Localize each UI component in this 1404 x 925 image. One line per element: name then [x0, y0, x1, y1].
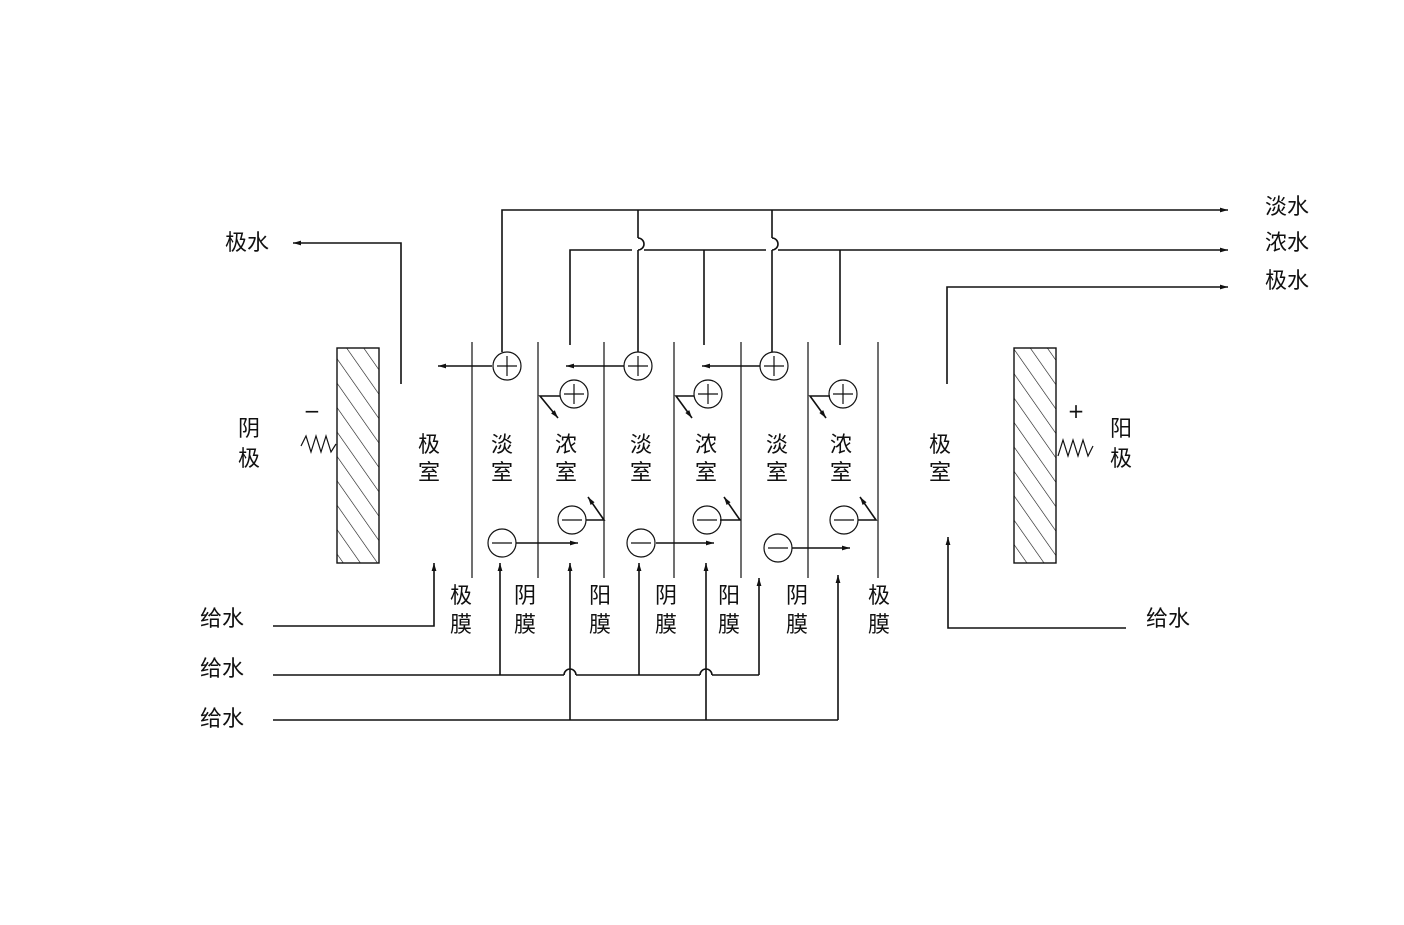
outlet-piping	[293, 207, 1228, 384]
chamber-1-bottom: 室	[491, 461, 513, 486]
membrane-5-bottom: 膜	[786, 613, 808, 638]
membrane-1-top: 阴	[514, 584, 536, 609]
feed-piping	[273, 537, 1126, 721]
cathode-sign: −	[304, 399, 321, 423]
right-electrode-feed-label: 给水	[1146, 607, 1190, 632]
cation-icon	[623, 351, 653, 381]
chamber-1-top: 淡	[491, 433, 513, 458]
chamber-4-top: 浓	[695, 433, 717, 458]
concentrate-feed-label: 给水	[200, 707, 244, 732]
cation-icon	[693, 379, 723, 409]
anode-connector-icon	[1057, 437, 1094, 459]
anode-sign: +	[1068, 399, 1085, 423]
electrode-water-left-label: 极水	[225, 231, 269, 256]
cathode-plate	[336, 347, 380, 564]
cation-icon	[559, 379, 589, 409]
cation-icons	[492, 351, 858, 409]
chamber-5-bottom: 室	[766, 461, 788, 486]
cation-icon	[828, 379, 858, 409]
anion-icon	[557, 505, 587, 535]
chamber-7-bottom: 室	[929, 461, 951, 486]
chamber-4-bottom: 室	[695, 461, 717, 486]
chamber-7-top: 极	[929, 433, 951, 458]
anion-icon	[763, 533, 793, 563]
membrane-1-bottom: 膜	[514, 613, 536, 638]
membranes	[471, 342, 879, 578]
membrane-0-top: 极	[450, 584, 472, 609]
membrane-4-bottom: 膜	[718, 613, 740, 638]
cation-migrations	[438, 363, 830, 419]
anode-plate	[1013, 347, 1057, 564]
chamber-0-bottom: 室	[418, 461, 440, 486]
chamber-5-top: 淡	[766, 433, 788, 458]
anion-icon	[692, 505, 722, 535]
left-electrode-feed-label: 给水	[200, 607, 244, 632]
membrane-5-top: 阴	[786, 584, 808, 609]
chamber-2-bottom: 室	[555, 461, 577, 486]
chamber-labels: 极 室 淡 室 浓 室 淡 室 浓 室 淡 室 浓 室 极 室	[418, 433, 951, 486]
cathode-label-top: 阴	[238, 417, 260, 442]
anion-icon	[487, 528, 517, 558]
cation-icon	[492, 351, 522, 381]
cathode-connector-icon	[300, 433, 337, 455]
chamber-6-bottom: 室	[830, 461, 852, 486]
chamber-6-top: 浓	[830, 433, 852, 458]
membrane-4-top: 阳	[718, 584, 740, 609]
chamber-3-top: 淡	[630, 433, 652, 458]
membrane-0-bottom: 膜	[450, 613, 472, 638]
cathode-label-bottom: 极	[238, 447, 260, 472]
anode-label-bottom: 极	[1110, 447, 1132, 472]
anion-icon	[829, 505, 859, 535]
anion-icons	[487, 505, 859, 563]
membrane-labels: 极 膜 阴 膜 阳 膜 阴 膜 阳 膜 阴 膜 极 膜	[450, 584, 890, 638]
chamber-3-bottom: 室	[630, 461, 652, 486]
membrane-6-top: 极	[868, 584, 890, 609]
anion-icon	[626, 528, 656, 558]
anode-label-top: 阳	[1110, 417, 1132, 442]
anion-migrations	[516, 496, 878, 551]
membrane-3-top: 阴	[655, 584, 677, 609]
electrode-water-right-label: 极水	[1265, 269, 1309, 294]
membrane-3-bottom: 膜	[655, 613, 677, 638]
membrane-2-top: 阳	[589, 584, 611, 609]
dilute-outlet-label: 淡水	[1265, 195, 1309, 220]
membrane-2-bottom: 膜	[589, 613, 611, 638]
dilute-feed-label: 给水	[200, 657, 244, 682]
chamber-2-top: 浓	[555, 433, 577, 458]
chamber-0-top: 极	[418, 433, 440, 458]
cation-icon	[759, 351, 789, 381]
membrane-6-bottom: 膜	[868, 613, 890, 638]
concentrate-outlet-label: 浓水	[1265, 231, 1309, 256]
